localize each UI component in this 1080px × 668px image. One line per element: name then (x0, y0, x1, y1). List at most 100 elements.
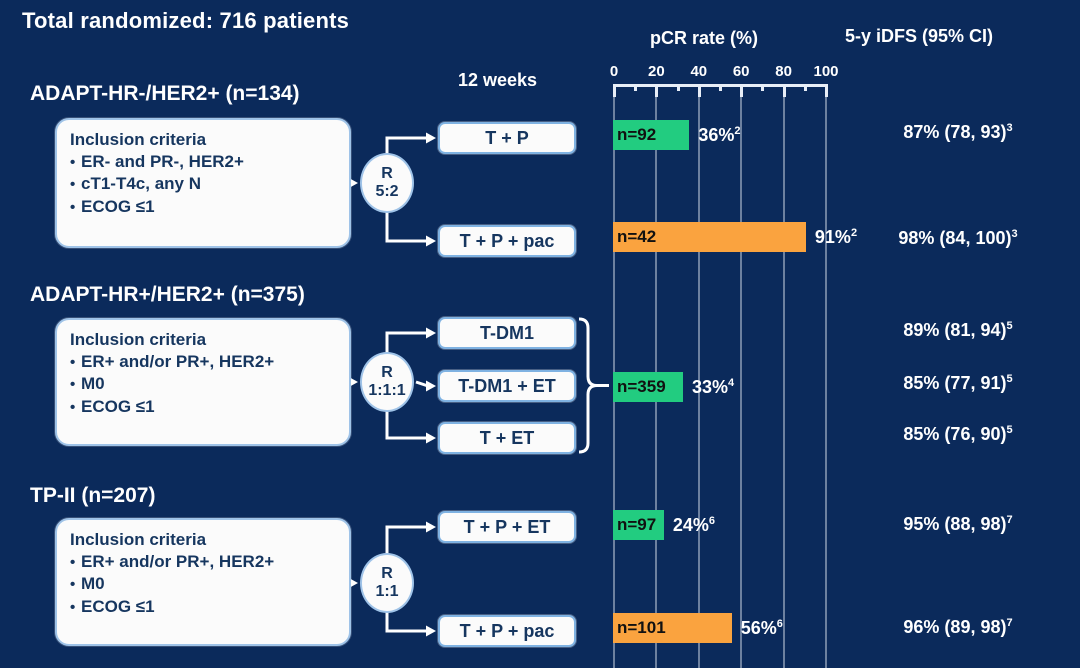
axis-tick-minor (634, 84, 638, 91)
axis-tick-label: 100 (813, 63, 839, 80)
bar-value-label: 56%6 (740, 618, 783, 638)
idfs-value: 89% (81, 94)5 (903, 320, 1013, 340)
treatment-arm-box: T + P + pac (438, 225, 576, 257)
axis-tick-label: 80 (775, 63, 792, 80)
axis-tick-major (825, 84, 828, 97)
axis-tick-major (697, 84, 701, 97)
criteria-item: ECOG ≤1 (70, 596, 337, 619)
arrow-head (426, 327, 436, 339)
connector-line (385, 211, 428, 243)
bar-value-label: 33%4 (691, 377, 735, 397)
pcr-bar: n=101 (613, 613, 732, 643)
connector-line (415, 380, 429, 388)
pcr-bar: n=97 (613, 510, 664, 540)
axis-tick-label: 0 (609, 63, 619, 80)
connector-line (385, 410, 428, 440)
group-title: TP-II (n=207) (30, 484, 156, 507)
bar-n-label: n=92 (617, 125, 657, 144)
criteria-title: Inclusion criteria (70, 330, 207, 349)
criteria-item: M0 (70, 373, 337, 396)
gridline (697, 86, 700, 668)
arrow-head (426, 432, 436, 444)
bar-value-label: 24%6 (672, 515, 716, 535)
axis-tick-major (655, 84, 659, 97)
arrow-head (426, 380, 436, 392)
connector-line (385, 136, 428, 155)
criteria-title: Inclusion criteria (70, 130, 207, 149)
criteria-item: cT1-T4c, any N (70, 173, 337, 196)
randomization-ratio: 5:2 (375, 183, 399, 200)
axis-tick-major (740, 84, 744, 97)
criteria-list: ER- and PR-, HER2+cT1-T4c, any NECOG ≤1 (70, 151, 337, 219)
treatment-arm-box: T-DM1 (438, 317, 576, 349)
treatment-arm-box: T-DM1 + ET (438, 370, 576, 402)
bar-value-label: 36%2 (698, 125, 741, 145)
bar-value-label: 91%2 (814, 227, 858, 247)
pcr-axis: 0 20 40 60 80 100 (609, 63, 839, 98)
randomization-letter: R (381, 165, 393, 183)
idfs-header: 5-y iDFS (95% CI) (845, 26, 994, 46)
idfs-value: 96% (89, 98)7 (903, 617, 1013, 637)
gridline (782, 86, 785, 668)
axis-tick-label: 40 (690, 63, 708, 80)
criteria-list: ER+ and/or PR+, HER2+M0ECOG ≤1 (70, 551, 337, 619)
connector-line (385, 611, 428, 633)
connector-line (385, 525, 428, 555)
inclusion-criteria-box: Inclusion criteriaER+ and/or PR+, HER2+M… (55, 318, 351, 446)
criteria-item: ER- and PR-, HER2+ (70, 151, 337, 174)
randomization-ratio: 1:1 (375, 583, 399, 600)
bar-n-label: n=359 (617, 377, 666, 396)
criteria-item: ER+ and/or PR+, HER2+ (70, 351, 337, 374)
treatment-arm-box: T + P + ET (438, 511, 576, 543)
bar-n-label: n=101 (617, 618, 666, 637)
criteria-item: M0 (70, 573, 337, 596)
axis-tick-label: 60 (732, 63, 750, 80)
idfs-value: 98% (84, 100)3 (898, 228, 1018, 248)
bar-n-label: n=42 (617, 227, 657, 246)
criteria-list: ER+ and/or PR+, HER2+M0ECOG ≤1 (70, 351, 337, 419)
pcr-bar: n=92 (613, 120, 690, 150)
idfs-value: 85% (77, 91)5 (903, 373, 1013, 393)
inclusion-criteria-box: Inclusion criteriaER- and PR-, HER2+cT1-… (55, 118, 351, 248)
treatment-arm-box: T + ET (438, 422, 576, 454)
bar-n-label: n=97 (617, 515, 657, 534)
axis-tick-minor (676, 84, 680, 91)
page-title: Total randomized: 716 patients (22, 8, 350, 33)
axis-tick-major (613, 84, 616, 97)
gridline (825, 86, 827, 668)
idfs-value: 87% (78, 93)3 (903, 122, 1013, 142)
treatment-arm-box: T + P + pac (438, 615, 576, 647)
axis-tick-major (782, 84, 786, 97)
arm-grouping-brace (578, 317, 598, 454)
arrow-head (426, 521, 436, 533)
duration-header: 12 weeks (458, 70, 538, 90)
criteria-item: ER+ and/or PR+, HER2+ (70, 551, 337, 574)
arrow-head (426, 132, 436, 144)
idfs-value: 85% (76, 90)5 (903, 424, 1013, 444)
randomization-letter: R (381, 364, 393, 382)
pcr-rate-header: pCR rate (%) (650, 28, 759, 48)
randomization-ratio: 1:1:1 (368, 382, 406, 399)
arrow-head (426, 235, 436, 247)
pcr-bar: n=42 (613, 222, 806, 252)
criteria-item: ECOG ≤1 (70, 196, 337, 219)
axis-tick-minor (761, 84, 765, 91)
group-title: ADAPT-HR+/HER2+ (n=375) (30, 283, 305, 306)
connector-line (385, 331, 428, 354)
pcr-bar-pooled: n=359 (613, 372, 683, 402)
criteria-title: Inclusion criteria (70, 530, 207, 549)
gridline (740, 86, 743, 668)
randomization-letter: R (381, 565, 393, 583)
criteria-item: ECOG ≤1 (70, 396, 337, 419)
idfs-value: 95% (88, 98)7 (903, 514, 1013, 534)
axis-tick-minor (803, 84, 807, 91)
arrow-head (426, 625, 436, 637)
inclusion-criteria-box: Inclusion criteriaER+ and/or PR+, HER2+M… (55, 518, 351, 646)
axis-tick-minor (719, 84, 722, 91)
treatment-arm-box: T + P (438, 122, 576, 154)
axis-tick-label: 20 (648, 63, 665, 80)
